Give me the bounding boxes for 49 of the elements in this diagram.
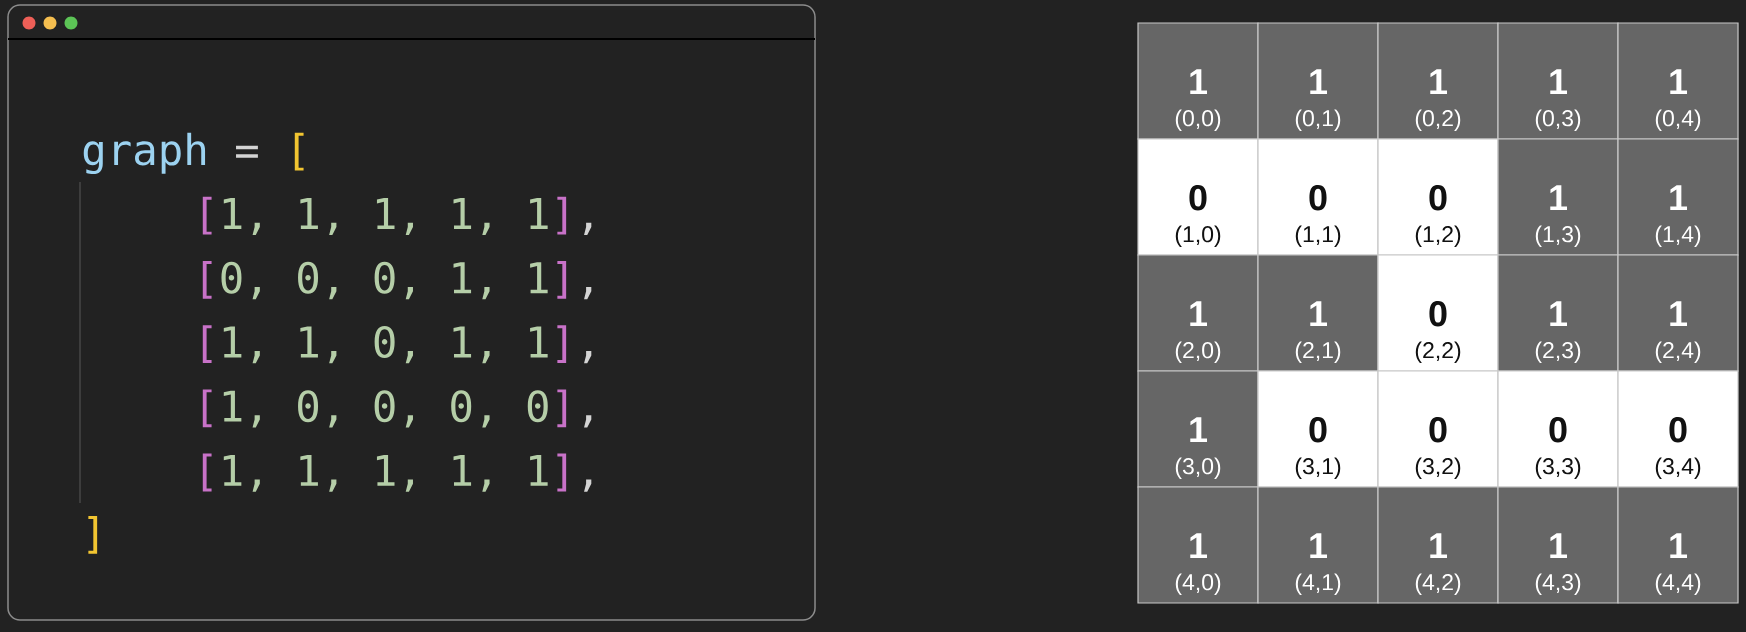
code-text: ]: [88, 516, 98, 554]
grid-cell: 0 (3,2): [1377, 370, 1499, 488]
code-text: ]: [557, 453, 567, 492]
grid-cell: 1 (0,4): [1617, 22, 1739, 140]
code-text: [: [202, 389, 212, 428]
code-text: ,: [584, 479, 592, 492]
code-text: 1, 1, 1, 1, 1: [223, 454, 548, 492]
grid-cell: 0 (1,2): [1377, 138, 1499, 256]
grid-cell: 1 (4,1): [1257, 486, 1379, 604]
code-text: [: [294, 132, 304, 171]
code-text: [: [202, 453, 212, 492]
grid-cell: 0 (3,4): [1617, 370, 1739, 488]
grid-cell: 0 (3,1): [1257, 370, 1379, 488]
grid-cell: 1 (2,1): [1257, 254, 1379, 372]
grid-cell: 1 (0,3): [1497, 22, 1619, 140]
code-text: ]: [557, 389, 567, 428]
grid-cell: 1 (4,0): [1137, 486, 1259, 604]
grid-cell: 1 (4,3): [1497, 486, 1619, 604]
code-text: ]: [557, 196, 567, 235]
code-text: [: [202, 325, 212, 363]
code-text: graph: [83, 132, 206, 175]
grid-cell: 0 (3,3): [1497, 370, 1619, 488]
grid-cell: 1 (2,4): [1617, 254, 1739, 372]
grid-cell: 1 (3,0): [1137, 370, 1259, 488]
grid-cell: 1 (2,3): [1497, 254, 1619, 372]
grid-cell: 1 (0,0): [1137, 22, 1259, 140]
code-text: [: [202, 261, 212, 299]
code-text: ,: [584, 351, 592, 364]
grid-cell: 0 (1,1): [1257, 138, 1379, 256]
code-text: 0, 0, 0, 1, 1: [221, 261, 548, 300]
code-text: [: [202, 196, 212, 235]
grid-cell: 1 (4,4): [1617, 486, 1739, 604]
code-text: 1, 1, 0, 1, 1: [223, 325, 548, 364]
grid-cell: 1 (2,0): [1137, 254, 1259, 372]
code-text: ]: [557, 261, 567, 299]
code-text: 1, 0, 0, 0, 0: [223, 390, 548, 428]
code-text: 1, 1, 1, 1, 1: [223, 198, 548, 235]
code-text: ,: [584, 415, 592, 428]
code-text: =: [236, 145, 258, 158]
grid-cell: 0 (2,2): [1377, 254, 1499, 372]
grid-cell: 1 (0,1): [1257, 22, 1379, 140]
code-text: ,: [584, 222, 592, 235]
grid-cell: 1 (1,3): [1497, 138, 1619, 256]
grid-cell: 1 (1,4): [1617, 138, 1739, 256]
grid-cell: 1 (0,2): [1377, 22, 1499, 140]
grid-cell: 1 (4,2): [1377, 486, 1499, 604]
code-text: ]: [557, 325, 567, 363]
code-text: ,: [584, 286, 592, 300]
grid-cell: 0 (1,0): [1137, 138, 1259, 256]
